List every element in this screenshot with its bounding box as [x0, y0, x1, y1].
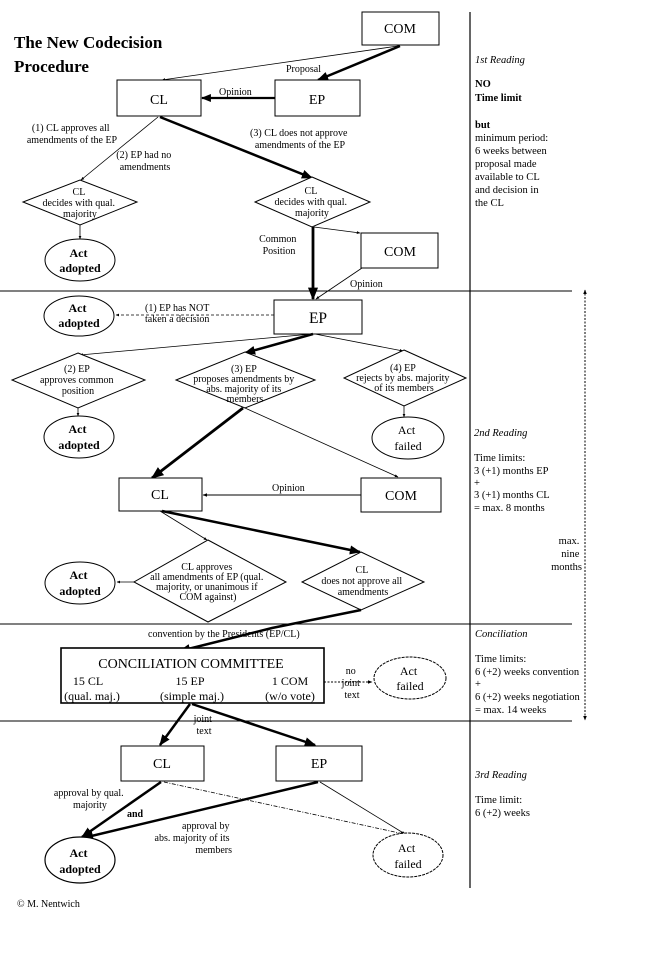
opinion-label-3: Opinion	[272, 483, 305, 494]
ep-box-1-label: EP	[309, 93, 326, 108]
arrow-cl-to-failed-3	[163, 781, 405, 835]
member-cl-rule: (qual. maj.)	[64, 689, 120, 703]
com-box-3[interactable]	[360, 477, 442, 513]
common-position-label: Common Position	[259, 234, 299, 257]
ep-box-3-label: EP	[311, 757, 328, 772]
cl-box-2[interactable]	[118, 477, 203, 512]
act-adopted-3	[43, 415, 115, 459]
option3-label: (3) EP proposes amendments by abs. major…	[193, 364, 297, 405]
act-failed-3-label: Act failed	[394, 841, 421, 871]
branch3-label: (3) CL does not approve amendments of th…	[250, 128, 350, 151]
arrow-committee-to-cl-3	[158, 703, 192, 746]
member-ep-count: 15 EP	[175, 674, 204, 688]
cl-box-1-label: CL	[150, 93, 168, 108]
member-com-count: 1 COM	[272, 674, 309, 688]
act-adopted-3-label: Act adopted	[58, 422, 100, 452]
com-box-top-label: COM	[384, 22, 416, 37]
opinion-label-1: Opinion	[219, 87, 252, 98]
branch1-label: (1) CL approves all amendments of the EP	[27, 123, 118, 146]
arrow-ep-to-option3	[243, 332, 314, 355]
arrow-decision-to-com-2	[313, 226, 361, 235]
arrow-committee-to-ep-3	[191, 702, 317, 747]
cl-box-3[interactable]	[120, 745, 205, 782]
arrow-ep-to-option2	[79, 333, 313, 357]
act-adopted-4	[44, 561, 116, 605]
arrow-option3-to-com	[244, 407, 399, 478]
decision-right-1-label: CL decides with qual. majority	[275, 186, 350, 219]
com-box-2[interactable]	[360, 232, 439, 269]
arrow-cl-to-approves	[159, 510, 208, 541]
ep-box-1[interactable]	[274, 79, 361, 117]
decision-left-1-label: CL decides with qual. majority	[43, 187, 118, 220]
and-label: and	[127, 809, 144, 820]
arrow-cl-to-decision-right	[159, 115, 314, 180]
conciliation-committee-title: CONCILIATION COMMITTEE	[98, 657, 283, 672]
sidebar-conciliation-text: Time limits: 6 (+2) weeks convention + 6…	[475, 654, 582, 716]
act-adopted-5	[44, 836, 116, 884]
sidebar-third-text: Time limit: 6 (+2) weeks	[475, 795, 530, 819]
ep-box-2[interactable]	[273, 299, 363, 335]
arrow-ep-to-option4	[314, 333, 404, 352]
arrow-cl-to-adopted-3	[81, 780, 162, 839]
title-line-1: The New Codecision	[14, 33, 163, 52]
max-nine-months-label: max. nine months	[551, 536, 582, 573]
act-failed-1	[371, 416, 445, 460]
arrow-com-to-cl	[161, 45, 399, 81]
arrow-cl-to-not-approve	[161, 509, 362, 555]
act-failed-2	[373, 656, 447, 700]
sidebar-first-text: NO Time limit but minimum period: 6 week…	[475, 79, 551, 209]
approval-ep-label: approval by abs. majority of its members	[155, 821, 233, 856]
act-adopted-2	[43, 295, 115, 337]
proposal-label: Proposal	[286, 64, 321, 75]
title-line-2: Procedure	[14, 57, 89, 76]
cl-box-3-label: CL	[153, 757, 171, 772]
sidebar-first-heading: 1st Reading	[475, 55, 525, 66]
act-failed-3	[372, 832, 444, 878]
arrow-not-approve-to-conciliation	[178, 608, 362, 653]
act-failed-1-label: Act failed	[394, 423, 421, 453]
member-ep-rule: (simple maj.)	[160, 689, 224, 703]
sidebar-third-heading: 3rd Reading	[474, 770, 527, 781]
sidebar-conciliation-heading: Conciliation	[475, 629, 528, 640]
cl-approves-label: CL approves all amendments of EP (qual. …	[150, 562, 266, 603]
com-box-2-label: COM	[384, 245, 416, 260]
arrow-ep-to-failed-3	[319, 781, 406, 835]
arrow-com-opinion-to-ep	[315, 267, 363, 300]
act-adopted-4-label: Act adopted	[59, 568, 101, 598]
joint-text-label: joint text	[193, 714, 215, 737]
com-box-top[interactable]	[361, 11, 440, 46]
decision-cl-approves	[132, 539, 288, 623]
act-failed-2-label: Act failed	[396, 664, 423, 693]
no-joint-text-label: no joint text	[341, 666, 363, 701]
arrow-cl-to-decision-left	[80, 116, 159, 181]
arrow-ep-to-adopted-3	[81, 780, 319, 841]
act-adopted-2-label: Act adopted	[58, 301, 100, 330]
arrow-com-to-ep	[316, 44, 401, 82]
arrow-option3-to-cl	[151, 406, 244, 480]
convention-label: convention by the Presidents (EP/CL)	[148, 629, 300, 640]
no-decision-label: (1) EP has NOT taken a decision	[145, 303, 212, 325]
act-adopted-1-label: Act adopted	[59, 246, 101, 275]
opinion-label-2: Opinion	[350, 279, 383, 290]
option4-label: (4) EP rejects by abs. majority of its m…	[356, 363, 452, 394]
act-adopted-1	[44, 238, 116, 282]
member-cl-count: 15 CL	[73, 674, 103, 688]
conciliation-committee-box[interactable]	[60, 647, 325, 704]
cl-box-1[interactable]	[116, 79, 202, 117]
ep-box-2-label: EP	[309, 310, 327, 327]
cl-not-approve-label: CL does not approve all amendments	[321, 565, 404, 598]
ep-box-3[interactable]	[275, 745, 363, 782]
act-adopted-5-label: Act adopted	[59, 846, 101, 876]
branch2-label: (2) EP had no amendments	[116, 150, 173, 173]
copyright: © M. Nentwich	[17, 899, 80, 910]
option2-label: (2) EP approves common position	[40, 364, 116, 397]
approval-cl-label: approval by qual. majority	[54, 788, 126, 811]
sidebar-second-heading: 2nd Reading	[474, 428, 527, 439]
com-box-3-label: COM	[385, 489, 417, 504]
member-com-rule: (w/o vote)	[265, 689, 315, 703]
sidebar-second-text: Time limits: 3 (+1) months EP + 3 (+1) m…	[474, 453, 552, 514]
cl-box-2-label: CL	[151, 488, 169, 503]
